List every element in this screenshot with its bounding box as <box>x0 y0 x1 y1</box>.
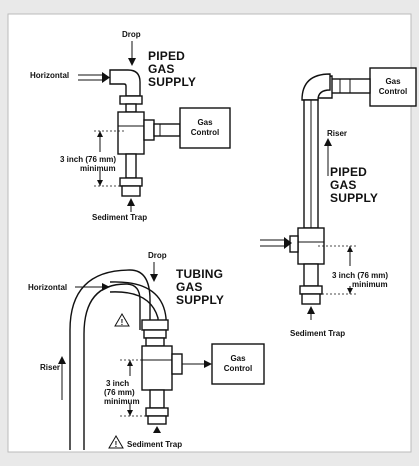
sediment-warning-icon <box>108 435 124 449</box>
inlet-arrow-icon <box>284 237 292 249</box>
warning-icon-glyph: ! <box>121 318 124 327</box>
right-riser-label: Riser <box>327 129 347 138</box>
top-left-assembly: Drop Horizontal Gas Control Sediment Tra… <box>30 30 231 222</box>
bottom-left-dimension-label-3: minimum <box>104 397 140 406</box>
bottom-left-gas-control-label-2: Control <box>224 364 252 373</box>
bottom-left-gas-control-label-1: Gas <box>230 354 246 363</box>
right-gas-control-label-1: Gas <box>385 77 401 86</box>
top-left-gas-control-label-1: Gas <box>197 118 213 127</box>
bottom-left-gas-control <box>211 343 265 385</box>
top-left-title-2: GAS <box>148 62 175 76</box>
right-assembly: Gas Control Riser PIPED GAS SUPPLY Sedim… <box>260 67 417 338</box>
bottom-left-drop-label: Drop <box>148 251 167 260</box>
right-gas-control <box>369 67 417 107</box>
top-left-gas-control-label-2: Control <box>191 128 219 137</box>
bottom-left-assembly: Drop Horizontal ! Riser Gas Control <box>28 251 265 450</box>
horizontal-arrow-icon <box>102 72 110 83</box>
bottom-left-dimension-label-2: (76 mm) <box>104 388 135 397</box>
top-left-sediment-trap-label: Sediment Trap <box>92 213 147 222</box>
sediment-warning-glyph: ! <box>115 440 118 449</box>
bottom-left-title-3: SUPPLY <box>176 293 224 307</box>
top-left-dimension-label-1: 3 inch (76 mm) <box>60 155 116 164</box>
right-title-2: GAS <box>330 178 357 192</box>
bottom-left-sediment-trap-label: Sediment Trap <box>127 440 182 449</box>
right-dimension-label-2: minimum <box>352 280 388 289</box>
right-title-3: SUPPLY <box>330 191 378 205</box>
sediment-arrow-icon <box>127 198 135 206</box>
top-left-drop-label: Drop <box>122 30 141 39</box>
top-left-horizontal-label: Horizontal <box>30 71 69 80</box>
bottom-left-title-1: TUBING <box>176 267 223 281</box>
bottom-left-title-2: GAS <box>176 280 203 294</box>
bottom-left-riser-label: Riser <box>40 363 60 372</box>
bottom-left-horizontal-label: Horizontal <box>28 283 67 292</box>
bottom-left-dimension-label-1: 3 inch <box>106 379 129 388</box>
right-gas-control-label-2: Control <box>379 87 407 96</box>
top-left-dimension-label-2: minimum <box>80 164 116 173</box>
top-left-title-1: PIPED <box>148 49 185 63</box>
warning-icon <box>114 313 130 327</box>
top-left-gas-control <box>179 107 231 149</box>
right-title-1: PIPED <box>330 165 367 179</box>
riser-arrow-icon <box>324 138 332 146</box>
top-left-title-3: SUPPLY <box>148 75 196 89</box>
right-dimension-label-1: 3 inch (76 mm) <box>332 271 388 280</box>
drop-arrow-icon <box>128 58 136 66</box>
right-sediment-trap-label: Sediment Trap <box>290 329 345 338</box>
